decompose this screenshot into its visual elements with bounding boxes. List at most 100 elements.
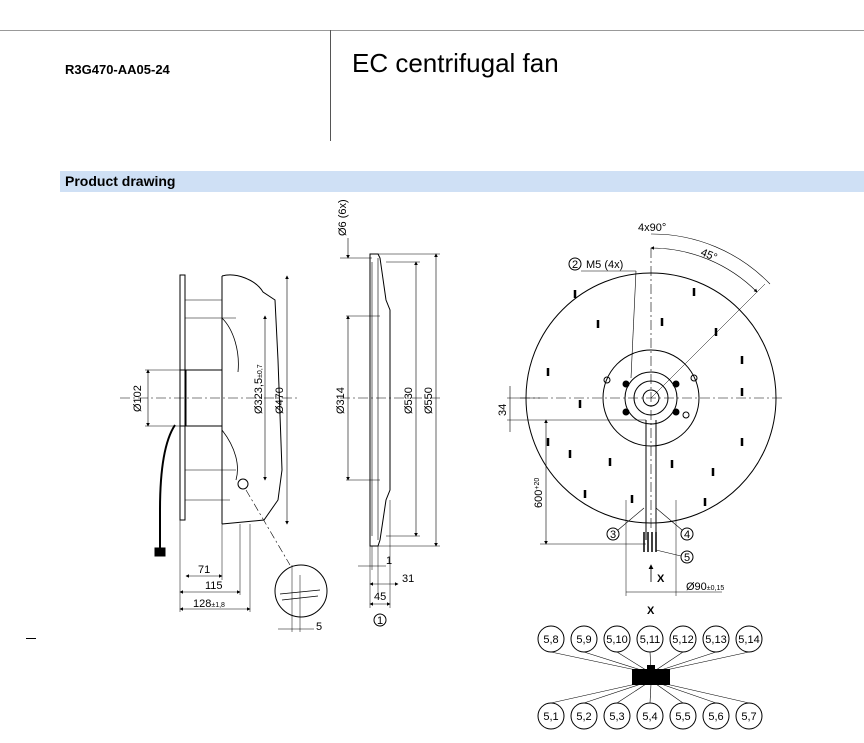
angle-arc-45 [650,246,758,293]
d90-label: Ø90±0,15 [686,581,724,593]
front-cable [645,420,657,540]
d550-label: Ø550 [423,387,435,414]
connector-pin: 5,8 [537,625,565,653]
marker5-circle [680,550,694,564]
dim71-label: 71 [198,564,210,576]
connector-title: X [647,605,655,617]
d470-label: Ø470 [274,387,286,414]
marker4-label: 4 [684,529,690,541]
pin-label: 5,6 [708,711,723,723]
pin-circle [537,702,565,730]
connector-leader [550,683,637,704]
section-view-labels: Ø6 (6x) Ø314 Ø530 Ø550 1 31 45 1 [335,199,435,627]
connector-latch [647,665,655,670]
marker2-label: 2 [572,259,578,271]
hub-hole-right [690,374,698,382]
hub-hole-left [603,376,611,384]
pin-label: 5,7 [741,711,756,723]
pin-circle [735,625,763,653]
dim128-label: 128±1,8 [193,598,225,610]
dim600-label: 600+20 [533,478,545,508]
pin-label: 5,11 [640,634,661,646]
dim1-label: 1 [386,555,392,567]
front-view [507,233,782,596]
top-rule [0,30,864,31]
pin-label: 5,12 [672,634,693,646]
header-separator [330,30,331,141]
pin-label: 5,9 [576,634,591,646]
pin-circle [636,702,664,730]
connector-pin: 5,5 [669,702,697,730]
mount-hole-4 [672,408,680,416]
connector-leader [550,651,637,671]
connector-leaders [550,651,750,704]
dim115-label: 115 [205,580,223,592]
connector-leader [649,683,652,704]
section-view [340,238,440,627]
d530-label: Ø530 [403,387,415,414]
mount-hole-3 [622,408,630,416]
pin-label: 5,4 [642,711,657,723]
pin-label: 5,10 [606,634,627,646]
marker3-leader [617,507,645,531]
hub-hole-right2 [682,411,690,419]
d323-label: Ø323,5±0,7 [253,364,265,414]
marker1-label: 1 [377,615,383,627]
dim45-label: 45 [374,591,386,603]
pin-label: 5,13 [705,634,726,646]
marker5-label: 5 [684,552,690,564]
angle-4x90-label: 4x90° [638,222,666,234]
section-ring-inner [371,258,379,540]
connector-pin: 5,3 [603,702,631,730]
pin-circle [570,702,598,730]
marker4-circle [680,527,694,541]
marker5-leader [655,549,682,557]
blade-marks [546,288,744,506]
connector-pin: 5,1 [537,702,565,730]
connector-pin: 5,14 [735,625,763,653]
connector-pin: 5,9 [570,625,598,653]
pin-circle [570,625,598,653]
connector-leader [660,651,717,671]
detail-marker-circle [237,478,249,490]
connector-leader [583,683,642,704]
side-cable-plug [154,547,166,557]
pin-circle [702,625,730,653]
connector-leader [665,651,750,671]
connector-leader [655,683,684,704]
connector-leader [660,683,717,704]
side-cable [159,424,176,550]
side-view [120,274,328,632]
connector-leader [616,683,647,704]
d102-label: Ø102 [132,385,144,412]
pin-label: 5,14 [738,634,759,646]
connector-pin: 5,2 [570,702,598,730]
pin-circle [537,625,565,653]
marker2-circle [568,257,582,271]
pin-circle [669,702,697,730]
marker4-leader [655,507,683,531]
pin-circle [702,702,730,730]
connector-pin: 5,6 [702,702,730,730]
angle-ray-45 [650,283,766,399]
connector-pin: 5,4 [636,702,664,730]
pin-circle [636,625,664,653]
d314-label: Ø314 [335,387,347,414]
connector-leader [583,651,642,671]
connector-pin: 5,13 [702,625,730,653]
connector-leader [655,651,684,671]
dim31-label: 31 [402,573,414,585]
m5-label: M5 (4x) [586,259,623,271]
side-view-labels: Ø102 Ø323,5±0,7 Ø470 71 115 128±1,8 5 [132,364,322,633]
pin-label: 5,5 [675,711,690,723]
pin-label: 5,1 [543,711,558,723]
section-ring-outline [369,253,391,547]
page-title: EC centrifugal fan [352,48,559,78]
connector-pin: 5,12 [669,625,697,653]
angle-45-label: 45° [699,247,719,264]
pin-circle [603,702,631,730]
connector-leader [616,651,647,671]
